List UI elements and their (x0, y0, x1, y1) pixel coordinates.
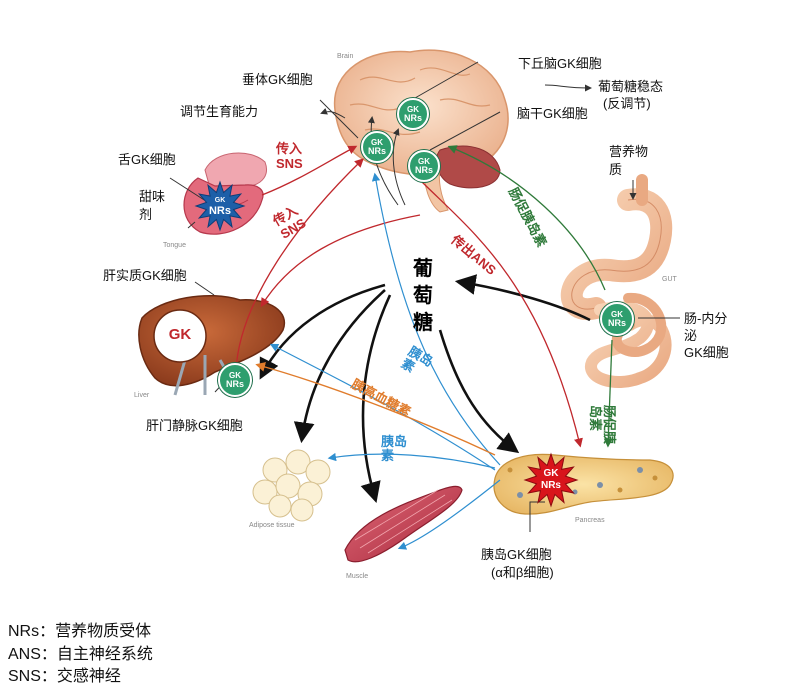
muscle-caption: Muscle (346, 573, 369, 580)
pituitary-label: 垂体GK细胞 (242, 72, 313, 86)
liver-cells-label: 肝实质GK细胞 (103, 268, 187, 283)
sweetener-label-2: 剂 (139, 207, 153, 222)
legend-item-sns: SNS：交感神经 (8, 668, 121, 685)
nrs-text: NRs (414, 165, 433, 175)
tongue-nrs-burst (194, 180, 246, 232)
pancreas-nrs-burst (523, 452, 579, 508)
glucose-homeostasis-label: 葡萄糖稳态 (598, 79, 664, 94)
enteroendocrine-label-2: 泌 (684, 328, 698, 343)
afferent-sns-label-1: 传入 SNS (276, 141, 303, 171)
muscle-illustration (344, 485, 463, 563)
gk-text: GK (611, 310, 623, 319)
legend-item-nrs: NRs：营养物质受体 (8, 623, 152, 640)
brain-illustration (333, 49, 509, 213)
nrs-text: NRs (208, 205, 231, 217)
liver-gk-circle (153, 309, 207, 363)
nerve-arrows (235, 145, 583, 448)
nrs-text: NRs (367, 146, 386, 156)
islet-types-label: (α和β细胞) (491, 565, 554, 580)
gk-text: GK (229, 371, 241, 380)
nutrients-label-2: 质 (609, 162, 623, 177)
pancreas-illustration (493, 453, 674, 515)
pancreas-caption: Pancreas (575, 517, 605, 524)
tongue-caption: Tongue (163, 242, 186, 249)
gut-illustration (560, 174, 673, 388)
enteroendocrine-label-1: 肠-内分 (684, 311, 728, 326)
glucose-arrows (259, 274, 591, 503)
gut-caption: GUT (662, 276, 677, 283)
gk-text: GK (214, 197, 226, 204)
portal-cells-label: 肝门静脉GK细胞 (146, 418, 243, 433)
gk-text: GK (543, 468, 559, 479)
hypothalamus-label: 下丘脑GK细胞 (518, 56, 602, 71)
glucose-center-label: 葡萄糖 (413, 258, 433, 334)
liver-gk-label: GK (168, 326, 192, 343)
reproduction-label: 调节生育能力 (180, 104, 259, 119)
liver-caption: Liver (134, 392, 150, 399)
incretin-pancreas-label: 肠促胰 岛素 (588, 405, 617, 445)
pancreas-gk-nrs-badge: GK NRs (536, 468, 566, 492)
pointer-lines (169, 61, 680, 532)
tongue-gk-nrs-badge: GK NRs (206, 195, 234, 217)
glucagon-arrow (255, 362, 496, 456)
enteroendocrine-label-3: GK细胞 (684, 345, 729, 360)
insulin-adipose-label: 胰岛 素 (381, 434, 408, 463)
insulin-arrows (269, 172, 501, 550)
nrs-text: NRs (607, 318, 626, 328)
incretin-arrows (447, 145, 613, 448)
gk-text: GK (418, 157, 430, 166)
brain-caption: Brain (337, 53, 354, 60)
sweetener-label-1: 甜味 (139, 189, 166, 204)
gk-text: GK (371, 138, 383, 147)
brainstem-label: 脑干GK细胞 (517, 106, 588, 121)
nutrients-label-1: 营养物 (609, 144, 649, 159)
nrs-text: NRs (403, 113, 422, 123)
counter-regulation-label: (反调节) (603, 96, 651, 111)
nrs-text: NRs (225, 379, 244, 389)
gk-text: GK (407, 105, 419, 114)
adipose-illustration (252, 449, 331, 522)
islet-cells-label: 胰岛GK细胞 (481, 547, 552, 562)
legend-item-ans: ANS：自主神经系统 (8, 646, 153, 663)
nrs-text: NRs (540, 480, 561, 491)
adipose-caption: Adipose tissue (249, 522, 295, 529)
tongue-cells-label: 舌GK细胞 (118, 152, 176, 167)
